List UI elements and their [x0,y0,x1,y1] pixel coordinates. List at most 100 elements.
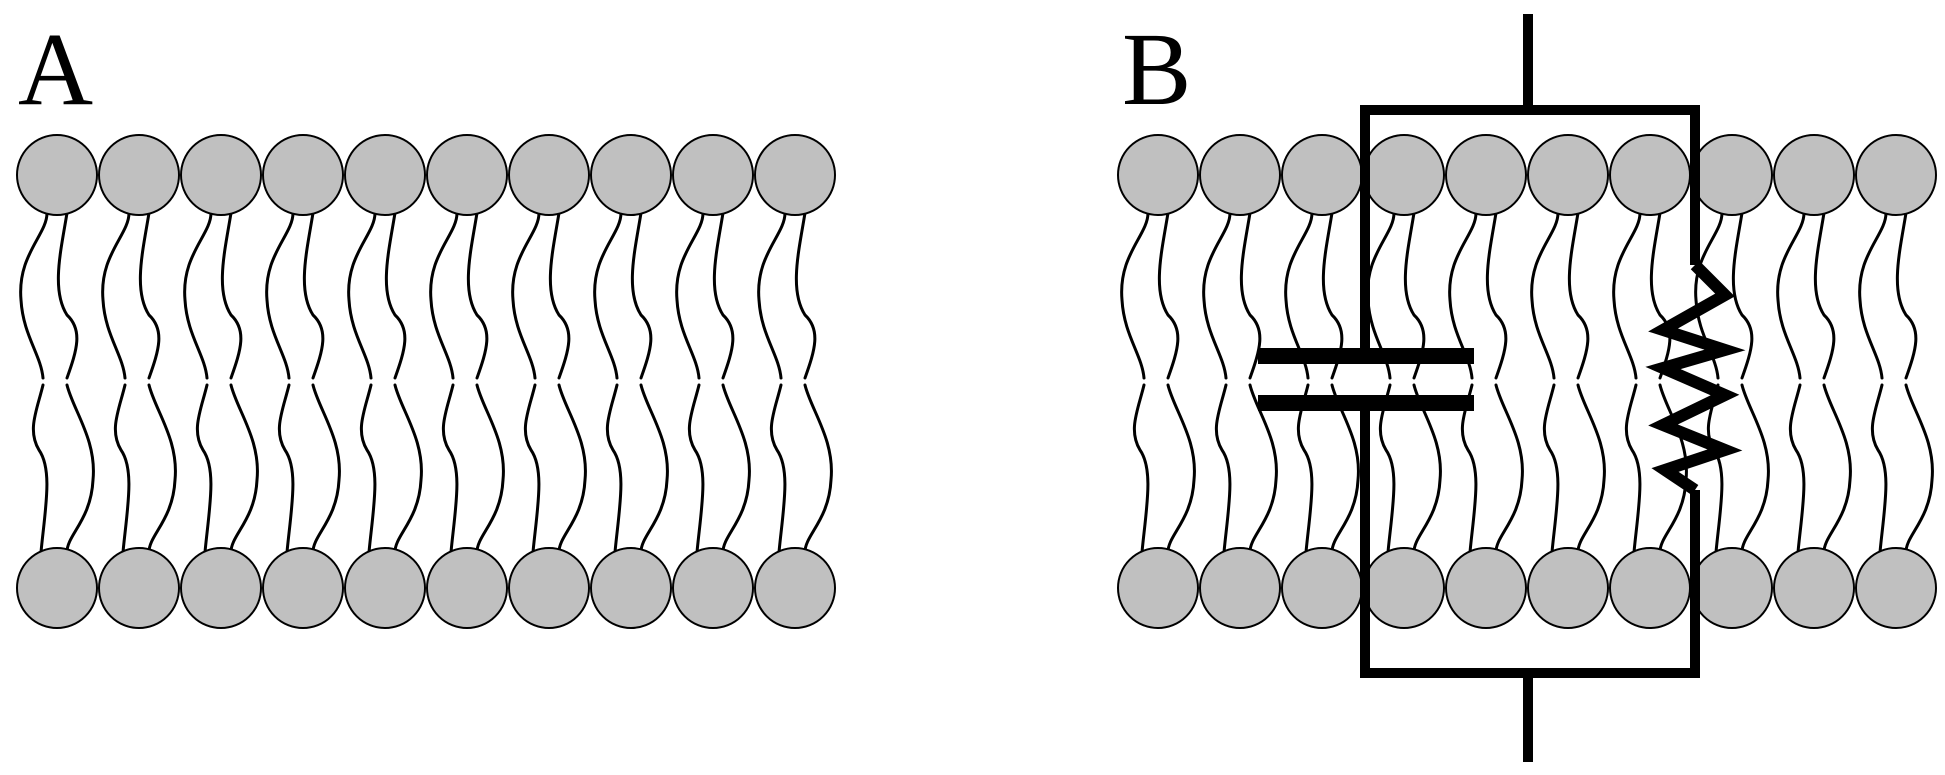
panel-a-lipid-tail [220,211,243,380]
panel-a-bilayer: A [16,12,836,629]
panel-b-lower-lipid-head [1117,547,1199,629]
panel-a-lipid-tail [347,211,377,380]
panel-a-upper-lipid-head [508,134,590,216]
panel-a-lipid-tail [687,383,705,554]
panel-b-lipids [1117,134,1937,629]
panel-a-lower-lipid-head [672,547,754,629]
panel-b-upper-lipid-head [1363,134,1445,216]
panel-b-lower-lipid-head [1445,547,1527,629]
panel-a-lipid-tail [475,383,505,554]
panel-a-lipid-tail [229,383,259,554]
panel-b-lipid-tail [1166,383,1196,554]
panel-b-lower-lipid-head [1527,547,1609,629]
panel-a-lipid-tail [101,211,131,380]
panel-a-lower-lipid-head [590,547,672,629]
panel-b-lower-lipid-head [1363,547,1445,629]
panel-b-lipid-tail [1904,383,1934,554]
panel-a-lipid-tail [183,211,213,380]
panel-a-lipid-tail [630,211,653,380]
panel-a-upper-lipid-head [754,134,836,216]
panel-a-upper-lipid-head [426,134,508,216]
panel-a-lipid-tail [557,383,587,554]
panel-a-lipid-tail [265,211,295,380]
panel-b-upper-lipid-head [1691,134,1773,216]
panel-b-lipid-tail [1567,211,1590,380]
panel-a-lipid-tail [195,383,213,554]
panel-b-lipid-tail [1157,211,1180,380]
panel-b-lipid-tail [1740,383,1770,554]
panel-a-upper-lipid-head [98,134,180,216]
panel-a-lipid-tail [803,383,833,554]
panel-a-lipid-tail [721,383,751,554]
panel-a-lipids [16,134,836,629]
panel-a-upper-lipid-head [180,134,262,216]
panel-a-lipid-tail [441,383,459,554]
panel-a-lipid-tail [359,383,377,554]
panel-b-lower-lipid-head [1691,547,1773,629]
panel-a-lipid-tail [384,211,407,380]
panel-a-lipid-tail [429,211,459,380]
resistor-zigzag [1645,260,1746,495]
panel-a-upper-lipid-head [590,134,672,216]
panel-b-lipid-tail [1822,383,1852,554]
panel-b-bilayer-circuit: B [1117,12,1937,762]
panel-b-lipid-tail [1612,211,1642,380]
panel-b-lipid-tail [1813,211,1836,380]
panel-a-lipid-tail [138,211,161,380]
panel-a-lipid-tail [466,211,489,380]
panel-a-lipid-tail [311,383,341,554]
panel-a-lipid-tail [147,383,177,554]
panel-a-upper-lipid-head [262,134,344,216]
panel-a-lipid-tail [113,383,131,554]
panel-a-lipid-tail [605,383,623,554]
panel-a-lipid-tail [511,211,541,380]
panel-b-lipid-tail [1576,383,1606,554]
panel-b-lower-lipid-head [1281,547,1363,629]
panel-b-lipid-tail [1649,211,1672,380]
capacitor-branch-bottom-wire [1360,403,1528,678]
panel-b-lipid-tail [1542,383,1560,554]
panel-b-upper-lipid-head [1527,134,1609,216]
panel-b-lipid-tail [1788,383,1806,554]
panel-a-lipid-tail [65,383,95,554]
panel-b-upper-lipid-head [1773,134,1855,216]
panel-a-lower-lipid-head [508,547,590,629]
panel-b-lower-lipid-head [1855,547,1937,629]
panel-a-lipid-tail [302,211,325,380]
panel-a-lipid-tail [19,211,49,380]
panel-a-upper-lipid-head [16,134,98,216]
panel-a-lower-lipid-head [262,547,344,629]
panel-a-lower-lipid-head [180,547,262,629]
resistor-branch-bottom-wire [1528,490,1700,678]
panel-a-lipid-tail [548,211,571,380]
panel-b-lipid-tail [1530,211,1560,380]
panel-b-lipid-tail [1776,211,1806,380]
panel-b-upper-lipid-head [1609,134,1691,216]
panel-b-lipid-tail [1494,383,1524,554]
panel-b-lipid-tail [1120,211,1150,380]
panel-a-upper-lipid-head [672,134,754,216]
panel-a-lipid-tail [712,211,735,380]
panel-a-lipid-tail [757,211,787,380]
panel-b-lipid-tail [1731,211,1754,380]
panel-a-lipid-tail [639,383,669,554]
panel-a-lipid-tail [393,383,423,554]
panel-a-lipid-tail [769,383,787,554]
panel-a-lipid-tail [523,383,541,554]
panel-b-upper-lipid-head [1281,134,1363,216]
panel-b-upper-lipid-head [1855,134,1937,216]
panel-a-lipid-tail [56,211,79,380]
panel-b-lipid-tail [1214,383,1232,554]
capacitor-branch-top-wire [1360,105,1528,356]
panel-a-lower-lipid-head [754,547,836,629]
panel-b-lipid-tail [1202,211,1232,380]
panel-a-lipid-tail [675,211,705,380]
panel-b-upper-lipid-head [1199,134,1281,216]
panel-b-lipid-tail [1624,383,1642,554]
panel-b-lipid-tail [1706,383,1724,554]
panel-a-label: A [18,12,93,127]
panel-a-lipid-tail [31,383,49,554]
panel-b-lower-lipid-head [1773,547,1855,629]
panel-b-label: B [1122,12,1191,127]
